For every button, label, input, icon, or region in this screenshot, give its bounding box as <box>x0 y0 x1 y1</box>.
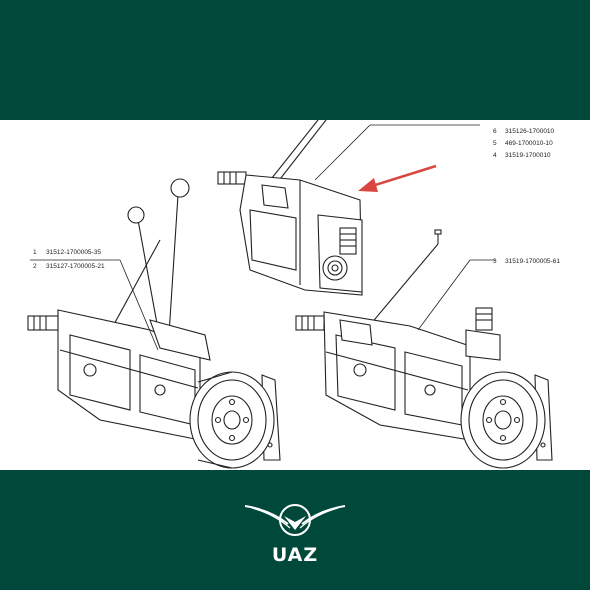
callout-3-code: 31519-1700005-61 <box>505 258 560 265</box>
gearbox-diagram: 1 31512-1700005-35 2 315127-1700005-21 3… <box>27 120 560 469</box>
top-band <box>0 0 590 120</box>
callout-1-num: 1 <box>33 249 37 256</box>
highlight-arrow <box>358 164 437 192</box>
callout-1-code: 31512-1700005-35 <box>46 249 101 256</box>
callout-2-num: 2 <box>33 263 37 270</box>
callout-4-code: 31519-1700010 <box>505 152 551 159</box>
callout-6-num: 6 <box>493 128 497 135</box>
diagram-panel: 1 31512-1700005-35 2 315127-1700005-21 3… <box>0 120 590 470</box>
gearbox-right <box>295 307 553 469</box>
brand-name: UAZ <box>271 544 319 566</box>
callout-4-num: 4 <box>493 152 497 159</box>
callout-3-num: 3 <box>493 258 497 265</box>
gearbox-left <box>27 178 281 469</box>
uaz-winged-emblem-icon <box>240 496 350 576</box>
gearbox-top <box>217 120 442 326</box>
callout-5-num: 5 <box>493 140 497 147</box>
leader-lines <box>30 124 495 351</box>
callout-5-code: 469-1700010-10 <box>505 140 553 147</box>
callout-labels: 1 31512-1700005-35 2 315127-1700005-21 3… <box>33 128 560 270</box>
callout-2-code: 315127-1700005-21 <box>46 263 105 270</box>
callout-6-code: 315126-1700010 <box>505 128 555 135</box>
